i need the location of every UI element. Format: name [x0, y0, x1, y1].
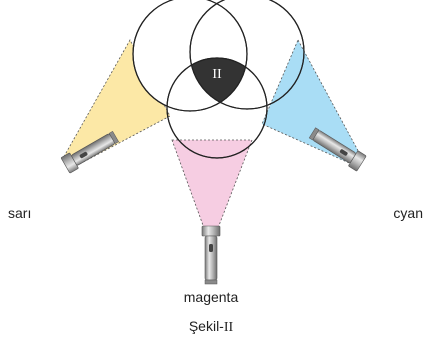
label-cyan: cyan: [393, 205, 423, 221]
label-yellow: sarı: [8, 205, 31, 221]
region-label: II: [212, 67, 222, 82]
caption-prefix: Şekil-: [189, 318, 224, 334]
label-magenta: magenta: [184, 289, 239, 305]
caption-numeral: II: [224, 320, 234, 335]
flashlight-icon: [308, 127, 367, 172]
flashlight-icon: [60, 130, 119, 174]
flashlight-icon: [201, 225, 221, 285]
circle-right-outline: [189, 0, 305, 110]
magenta-light-beam: [171, 139, 253, 229]
figure-caption: Şekil-II: [189, 318, 234, 335]
circle-bottom-outline: [166, 57, 268, 159]
circle-left-outline: [132, 0, 248, 112]
